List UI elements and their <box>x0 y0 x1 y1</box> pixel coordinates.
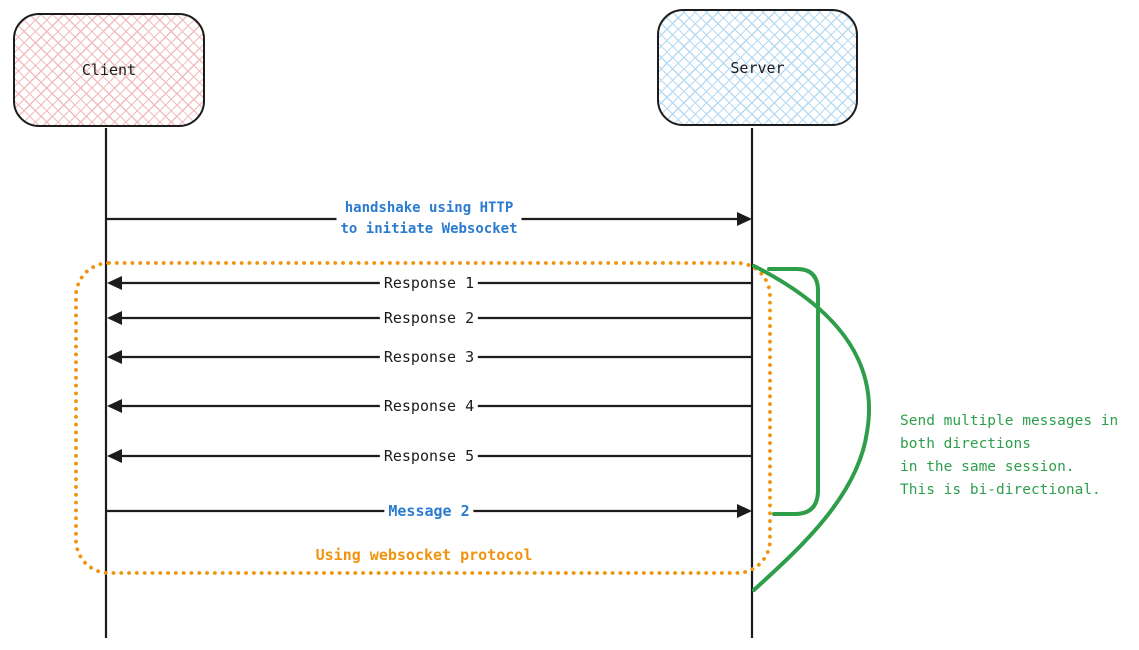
response-2-label: Response 2 <box>379 308 479 328</box>
bidirectional-note: Send multiple messages in both direction… <box>900 413 1119 498</box>
handshake-message-label: handshake using HTTP to initiate Websock… <box>336 198 522 240</box>
green-bracket <box>767 267 820 516</box>
arrowhead-left-icon <box>107 449 122 463</box>
response-5-label: Response 5 <box>379 446 479 466</box>
message-2-label: Message 2 <box>384 501 474 521</box>
green-brace-curve <box>752 264 872 592</box>
websocket-protocol-group-label: Using websocket protocol <box>311 545 537 565</box>
response-4-label: Response 4 <box>379 396 479 416</box>
actor-client-label: Client <box>81 61 137 79</box>
arrowhead-left-icon <box>107 311 122 325</box>
actor-client: Client <box>13 13 205 127</box>
websocket-session-group-border <box>74 261 772 575</box>
actor-server: Server <box>657 9 858 126</box>
arrowhead-left-icon <box>107 276 122 290</box>
arrowhead-left-icon <box>107 399 122 413</box>
actor-server-label: Server <box>730 58 785 77</box>
response-1-label: Response 1 <box>379 273 479 293</box>
arrowhead-right-icon <box>737 212 752 226</box>
arrowhead-left-icon <box>107 350 122 364</box>
response-3-label: Response 3 <box>379 347 479 367</box>
arrowhead-right-icon <box>737 504 752 518</box>
